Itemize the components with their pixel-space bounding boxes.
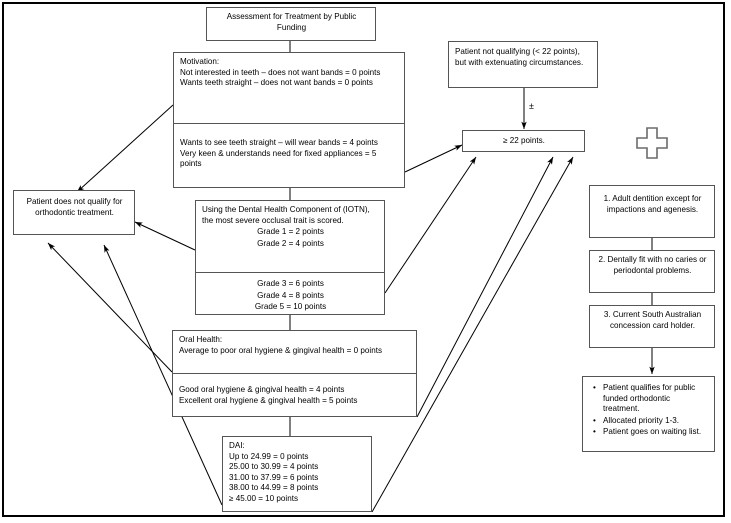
motivation-top-line-1: Not interested in teeth – does not want … xyxy=(180,67,381,77)
motivation-bottom-segment: Wants to see teeth straight – will wear … xyxy=(174,124,404,188)
node-criteria-1: 1. Adult dentition except for impactions… xyxy=(589,185,715,238)
dai-line-1: Up to 24.99 = 0 points xyxy=(229,451,309,461)
node-motivation: Motivation: Not interested in teeth – do… xyxy=(173,52,405,188)
dai-line-5: ≥ 45.00 = 10 points xyxy=(229,493,299,503)
iotn-grade-1: Grade 1 = 2 points xyxy=(257,227,324,237)
motivation-bottom-line-1: Wants to see teeth straight – will wear … xyxy=(180,138,378,147)
iotn-grade-2: Grade 2 = 4 points xyxy=(257,238,324,248)
oral-health-bottom-line-1: Good oral hygiene & gingival health = 4 … xyxy=(179,385,345,394)
oral-health-top-line-1: Average to poor oral hygiene & gingival … xyxy=(179,345,383,355)
outcome-segment: Patient qualifies for public funded orth… xyxy=(583,377,714,443)
threshold-text: ≥ 22 points. xyxy=(503,136,545,145)
iotn-grade-5: Grade 5 = 10 points xyxy=(254,302,327,312)
oral-health-bottom-line-2: Excellent oral hygiene & gingival health… xyxy=(179,395,358,405)
motivation-heading: Motivation: xyxy=(180,57,220,66)
dai-segment: DAI: Up to 24.99 = 0 points 25.00 to 30.… xyxy=(223,437,371,509)
not-qualify-text: Patient does not qualify for orthodontic… xyxy=(26,197,123,217)
motivation-bottom-line-2: Very keen & understands need for fixed a… xyxy=(180,148,377,169)
diagram-outer-border xyxy=(2,2,725,517)
dai-line-2: 25.00 to 30.99 = 4 points xyxy=(229,462,319,472)
node-extenuating-circumstances: Patient not qualifying (< 22 points), bu… xyxy=(448,41,598,88)
iotn-grade-4: Grade 4 = 8 points xyxy=(257,290,324,300)
node-criteria-2: 2. Dentally fit with no caries or period… xyxy=(589,250,715,293)
oral-health-heading: Oral Health: xyxy=(179,335,223,344)
node-threshold-22-points: ≥ 22 points. xyxy=(462,130,585,152)
node-outcome-bullets: Patient qualifies for public funded orth… xyxy=(582,376,715,452)
node-criteria-3: 3. Current South Australian concession c… xyxy=(589,305,715,348)
dai-heading: DAI: xyxy=(229,441,245,450)
dai-line-3: 31.00 to 37.99 = 6 points xyxy=(229,472,319,482)
dai-line-4: 38.00 to 44.99 = 8 points xyxy=(229,483,319,493)
outcome-bullet-3: Patient goes on waiting list. xyxy=(593,427,705,438)
node-assessment-title: Assessment for Treatment by Public Fundi… xyxy=(206,7,376,41)
outcome-bullet-2: Allocated priority 1-3. xyxy=(593,416,705,427)
assessment-title-text: Assessment for Treatment by Public Fundi… xyxy=(226,12,357,32)
iotn-grade-3: Grade 3 = 6 points xyxy=(257,279,324,288)
outcome-bullet-1: Patient qualifies for public funded orth… xyxy=(593,383,705,415)
node-iotn: Using the Dental Health Component of (IO… xyxy=(195,200,385,315)
extenuating-text: Patient not qualifying (< 22 points), bu… xyxy=(455,47,584,67)
motivation-top-segment: Motivation: Not interested in teeth – do… xyxy=(174,53,404,124)
motivation-top-line-2: Wants teeth straight – does not want ban… xyxy=(180,78,373,88)
node-oral-health: Oral Health: Average to poor oral hygien… xyxy=(172,330,417,417)
oral-health-bottom-segment: Good oral hygiene & gingival health = 4 … xyxy=(173,374,416,417)
criteria-3-text: 3. Current South Australian concession c… xyxy=(603,310,702,330)
iotn-top-segment: Using the Dental Health Component of (IO… xyxy=(196,201,384,273)
iotn-intro-text: Using the Dental Health Component of (IO… xyxy=(202,205,370,225)
plus-cross-icon xyxy=(636,127,668,159)
criteria-1-text: 1. Adult dentition except for impactions… xyxy=(603,194,702,214)
outcome-bullet-list: Patient qualifies for public funded orth… xyxy=(587,383,709,438)
node-patient-does-not-qualify: Patient does not qualify for orthodontic… xyxy=(13,190,135,235)
criteria-2-text: 2. Dentally fit with no caries or period… xyxy=(598,255,707,275)
node-dai: DAI: Up to 24.99 = 0 points 25.00 to 30.… xyxy=(222,436,372,512)
plus-minus-label: ± xyxy=(529,101,534,111)
oral-health-top-segment: Oral Health: Average to poor oral hygien… xyxy=(173,331,416,374)
iotn-bottom-segment: Grade 3 = 6 points Grade 4 = 8 points Gr… xyxy=(196,273,384,315)
